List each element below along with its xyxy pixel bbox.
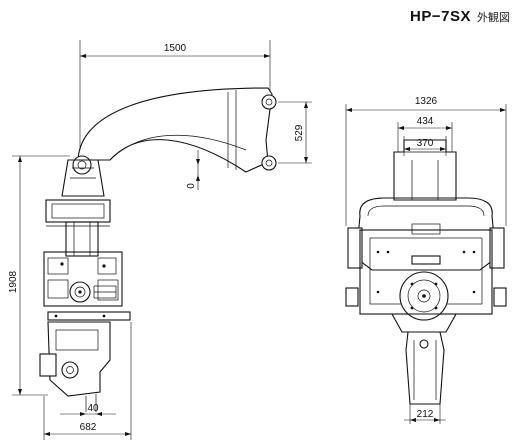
dim-offset: 0	[186, 183, 197, 189]
dim-arm-reach: 1500	[164, 43, 187, 54]
side-view	[39, 87, 277, 412]
model-name: HP−7SX	[410, 8, 471, 25]
dim-overall-height: 1908	[8, 270, 19, 293]
upper-pin	[261, 94, 277, 110]
view-name: 外観図	[477, 11, 510, 24]
front-view	[345, 139, 507, 405]
drawing-title: HP−7SX 外観図	[410, 8, 510, 26]
side-view-dimensions: 1500 529 0 1908 40 682	[8, 40, 312, 440]
dim-jaw-width: 212	[417, 409, 434, 420]
arm-pivot-pin	[72, 155, 92, 175]
dim-inner-width: 370	[417, 138, 434, 149]
dim-front-width: 1326	[415, 96, 438, 107]
boom-arm	[77, 87, 273, 173]
dim-arm-height: 529	[294, 124, 305, 141]
dim-frame-width: 434	[417, 116, 434, 127]
dim-side-depth: 682	[80, 422, 97, 433]
front-view-dimensions: 1326 434 370 212	[345, 96, 507, 424]
lower-pin	[261, 155, 277, 171]
dim-clamp-offset: 40	[87, 403, 99, 414]
